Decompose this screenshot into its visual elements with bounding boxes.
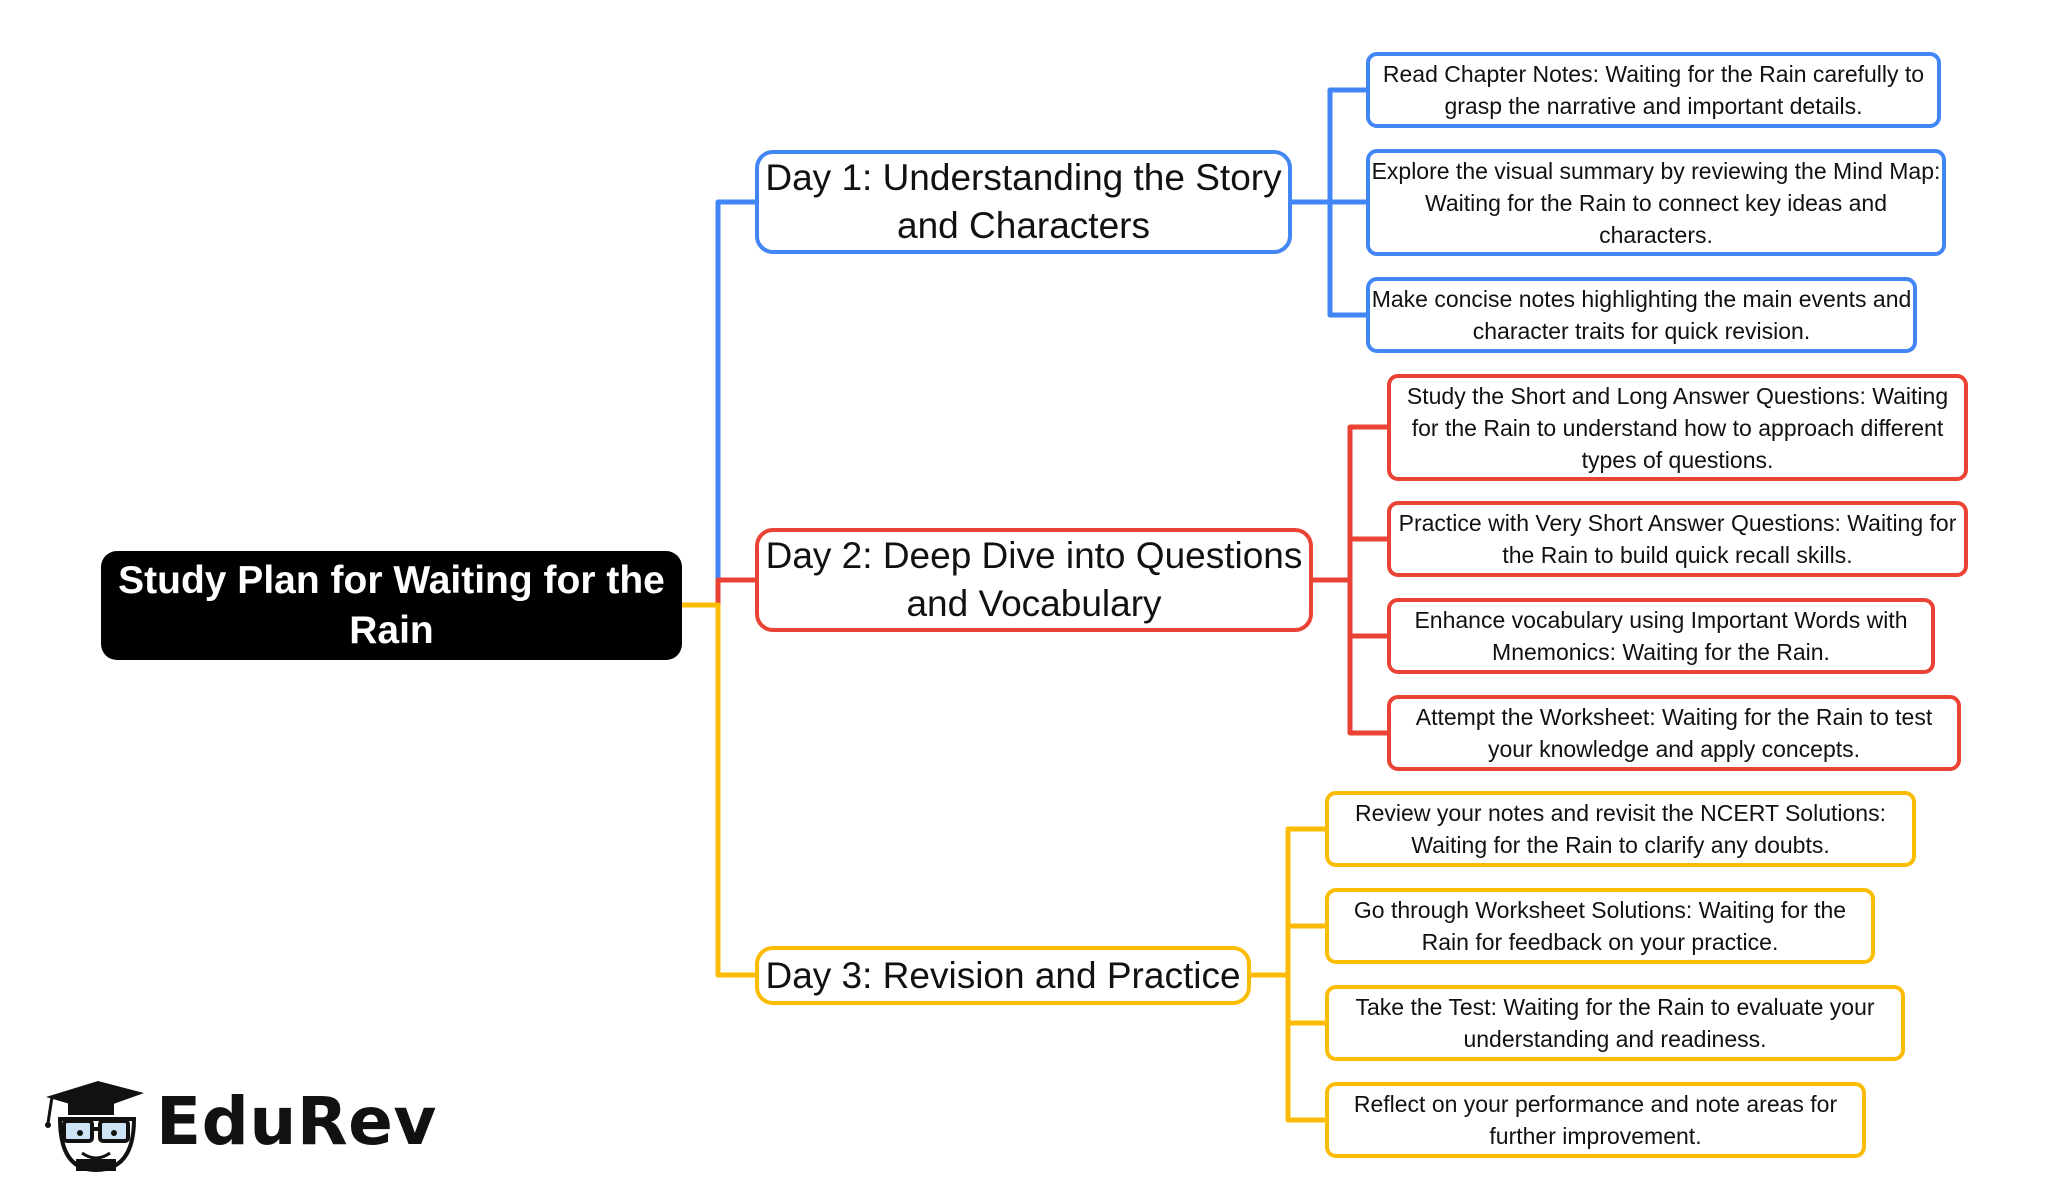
day2-task-3: Enhance vocabulary using Important Words… [1387, 598, 1935, 674]
day2-task-1-text: Study the Short and Long Answer Question… [1406, 382, 1949, 473]
day3-task-1-text: Review your notes and revisit the NCERT … [1355, 800, 1886, 858]
day1-task-2-text: Explore the visual summary by reviewing … [1371, 157, 1941, 248]
graduation-cap-mascot-icon [45, 1081, 144, 1173]
day3-task-4-text: Reflect on your performance and note are… [1353, 1091, 1838, 1149]
day1-task-1-text: Read Chapter Notes: Waiting for the Rain… [1382, 61, 1925, 119]
day1-node: Day 1: Understanding the Story and Chara… [755, 150, 1292, 254]
day2-task-4: Attempt the Worksheet: Waiting for the R… [1387, 695, 1961, 771]
day3-task-4: Reflect on your performance and note are… [1325, 1082, 1866, 1158]
day2-task-3-text: Enhance vocabulary using Important Words… [1414, 607, 1908, 665]
day2-task-2: Practice with Very Short Answer Question… [1387, 501, 1968, 577]
root-node-label: Study Plan for Waiting for the Rain [118, 558, 665, 652]
day2-task-4-text: Attempt the Worksheet: Waiting for the R… [1415, 704, 1933, 762]
day3-task-2: Go through Worksheet Solutions: Waiting … [1325, 888, 1875, 964]
day3-task-3: Take the Test: Waiting for the Rain to e… [1325, 985, 1905, 1061]
day1-task-1: Read Chapter Notes: Waiting for the Rain… [1366, 52, 1941, 128]
day3-node: Day 3: Revision and Practice [755, 946, 1251, 1005]
day2-node: Day 2: Deep Dive into Questions and Voca… [755, 528, 1313, 632]
edurev-logo: EduRev [38, 1075, 436, 1175]
day1-label: Day 1: Understanding the Story and Chara… [765, 157, 1282, 246]
day1-task-2: Explore the visual summary by reviewing … [1366, 149, 1946, 256]
day3-task-3-text: Take the Test: Waiting for the Rain to e… [1355, 994, 1875, 1052]
day3-label: Day 3: Revision and Practice [765, 954, 1241, 996]
day1-task-3-text: Make concise notes highlighting the main… [1371, 286, 1912, 344]
day1-task-3: Make concise notes highlighting the main… [1366, 277, 1917, 353]
day2-task-2-text: Practice with Very Short Answer Question… [1398, 510, 1957, 568]
root-node: Study Plan for Waiting for the Rain [101, 551, 682, 660]
logo-text: EduRev [156, 1083, 437, 1160]
day2-task-1: Study the Short and Long Answer Question… [1387, 374, 1968, 481]
day3-task-1: Review your notes and revisit the NCERT … [1325, 791, 1916, 867]
day2-label: Day 2: Deep Dive into Questions and Voca… [765, 535, 1303, 624]
day3-task-2-text: Go through Worksheet Solutions: Waiting … [1353, 897, 1847, 955]
